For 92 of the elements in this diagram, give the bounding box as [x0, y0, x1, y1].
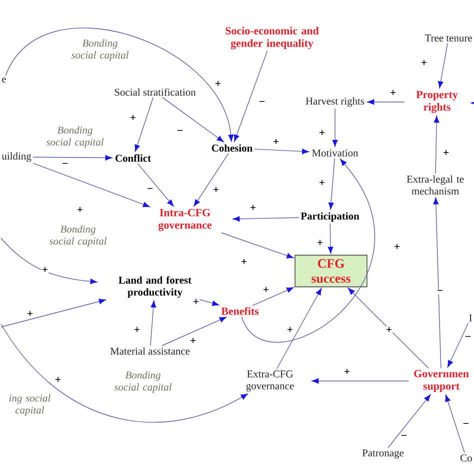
- sign-label: +: [286, 326, 294, 334]
- arrow: [194, 153, 229, 206]
- factor-label: Participation: [300, 212, 360, 222]
- factor-label: Social stratification: [114, 88, 196, 96]
- arrow: [254, 148, 309, 154]
- arrow: [32, 155, 112, 160]
- sign-label: +: [262, 286, 270, 294]
- sign-label: +: [442, 149, 450, 157]
- factor-label: I: [469, 314, 472, 322]
- sign-label: −: [400, 434, 408, 440]
- key-factor-label: Intra-CFG governance: [158, 208, 212, 232]
- arrow: [137, 163, 174, 206]
- factor-label: uilding: [2, 152, 32, 162]
- arrow: [198, 299, 220, 306]
- sign-label: −: [436, 290, 444, 294]
- factor-label: Harvest rights: [306, 97, 364, 107]
- factor-label: Extra-CFG governance: [246, 370, 294, 392]
- arrow: [134, 97, 154, 152]
- arrow: [162, 316, 226, 346]
- arrow: [0, 324, 248, 423]
- arrow: [470, 100, 474, 106]
- factor-label: e: [2, 77, 6, 83]
- sign-label: −: [146, 188, 154, 192]
- arrow: [328, 223, 334, 254]
- sign-label: +: [133, 326, 141, 334]
- sign-label: +: [393, 243, 401, 251]
- arrow: [234, 50, 268, 142]
- arrow: [328, 158, 335, 210]
- sign-label: +: [249, 204, 257, 212]
- arrow: [162, 97, 224, 142]
- arrow: [0, 238, 98, 284]
- key-factor-label: Property rights: [416, 90, 458, 114]
- arrow: [232, 216, 300, 222]
- factor-label: Extra-legal te mechanism: [406, 175, 464, 195]
- annotation-text: Bonding social capital: [49, 225, 107, 247]
- sign-label: +: [76, 206, 84, 214]
- key-factor-label: Governmen support: [414, 370, 469, 392]
- arrow: [367, 99, 405, 105]
- sign-label: +: [41, 266, 49, 274]
- factor-label: Motivation: [312, 149, 358, 157]
- sign-label: +: [54, 376, 62, 384]
- arrow: [447, 322, 469, 368]
- arrow: [388, 394, 431, 448]
- factor-label: Conflict: [116, 154, 151, 162]
- sign-label: +: [192, 298, 200, 306]
- key-factor-label: Benefits: [221, 307, 259, 315]
- sign-label: +: [420, 59, 428, 67]
- arrow: [5, 28, 234, 142]
- sign-label: −: [462, 422, 470, 428]
- outcome-box: CFG success: [294, 254, 368, 288]
- arrow: [433, 197, 442, 369]
- annotation-text: Bonding social capital: [114, 371, 172, 393]
- sign-label: +: [240, 258, 248, 266]
- arrow: [445, 394, 465, 454]
- sign-label: +: [189, 337, 197, 345]
- factor-label: Material assistance: [110, 347, 190, 355]
- sign-label: +: [343, 368, 351, 376]
- arrow: [221, 232, 294, 258]
- arrow: [312, 378, 409, 384]
- annotation-text: Bonding social capital: [46, 126, 104, 148]
- sign-label: +: [272, 138, 280, 146]
- key-factor-label: Socio-economic and gender inequality: [226, 26, 319, 50]
- sign-label: +: [318, 129, 326, 137]
- sign-label: +: [212, 186, 220, 194]
- arrow: [332, 108, 338, 147]
- sign-label: −: [464, 336, 472, 340]
- factor-label: Co: [460, 454, 472, 462]
- arrow: [252, 287, 294, 306]
- sign-label: +: [316, 239, 324, 247]
- arrow: [32, 162, 150, 208]
- sign-label: +: [26, 310, 34, 318]
- arrow: [348, 288, 429, 369]
- arrow: [276, 288, 322, 370]
- sign-label: +: [385, 326, 393, 334]
- annotation-text: ing social capital: [9, 394, 50, 416]
- arrow: [434, 116, 440, 174]
- sign-label: +: [129, 114, 137, 122]
- arrow: [0, 298, 106, 328]
- sign-label: −: [258, 100, 266, 106]
- sign-label: −: [176, 130, 184, 134]
- arrow: [150, 300, 156, 346]
- arrow: [438, 42, 448, 88]
- sign-label: −: [61, 162, 69, 168]
- sign-label: +: [214, 80, 222, 88]
- factor-label: Cohesion: [212, 144, 252, 152]
- annotation-text: Bonding social capital: [71, 39, 129, 61]
- factor-label: Tree tenure: [424, 34, 472, 42]
- arrow: [241, 158, 374, 342]
- sign-label: +: [318, 179, 326, 187]
- sign-label: +: [389, 89, 397, 97]
- factor-label: Land and forest productivity: [118, 276, 192, 298]
- factor-label: Patronage: [362, 449, 404, 459]
